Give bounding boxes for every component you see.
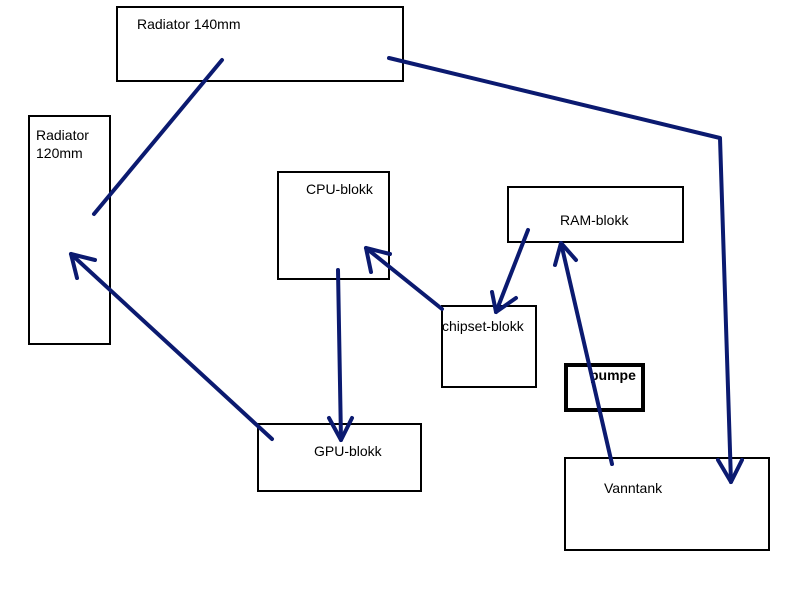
arrow-gpu-to-radiator120 [69,252,274,441]
pump-box [564,363,645,412]
arrowhead-gpu [327,416,354,442]
chipset-block-box [441,305,537,388]
chipset-block-label: chipset-blokk [442,318,524,334]
radiator-120-box [28,115,111,345]
pump-label: pumpe [590,367,636,383]
arrow-chipset-to-cpu [364,246,444,311]
arrow-radiator140-to-tank [387,56,733,484]
arrowhead-chipset [490,290,518,314]
arrowhead-radiator120 [69,252,97,280]
arrowhead-tank [716,458,744,484]
cpu-block-box [277,171,390,280]
arrow-tank-to-ram [559,241,614,466]
arrow-ram-to-chipset [494,228,530,314]
arrowhead-cpu [364,246,392,274]
arrow-cpu-to-gpu [336,268,343,442]
ram-block-box [507,186,684,243]
cpu-block-label: CPU-blokk [306,181,373,197]
arrowhead-ram [553,241,578,267]
radiator-140-label: Radiator 140mm [137,16,241,32]
line-radiator140-to-radiator120 [92,58,224,216]
radiator-120-label: Radiator 120mm [36,127,89,161]
gpu-block-label: GPU-blokk [314,443,382,459]
water-tank-box [564,457,770,551]
radiator-140-box [116,6,404,82]
ram-block-label: RAM-blokk [560,212,629,228]
water-tank-label: Vanntank [604,480,663,496]
